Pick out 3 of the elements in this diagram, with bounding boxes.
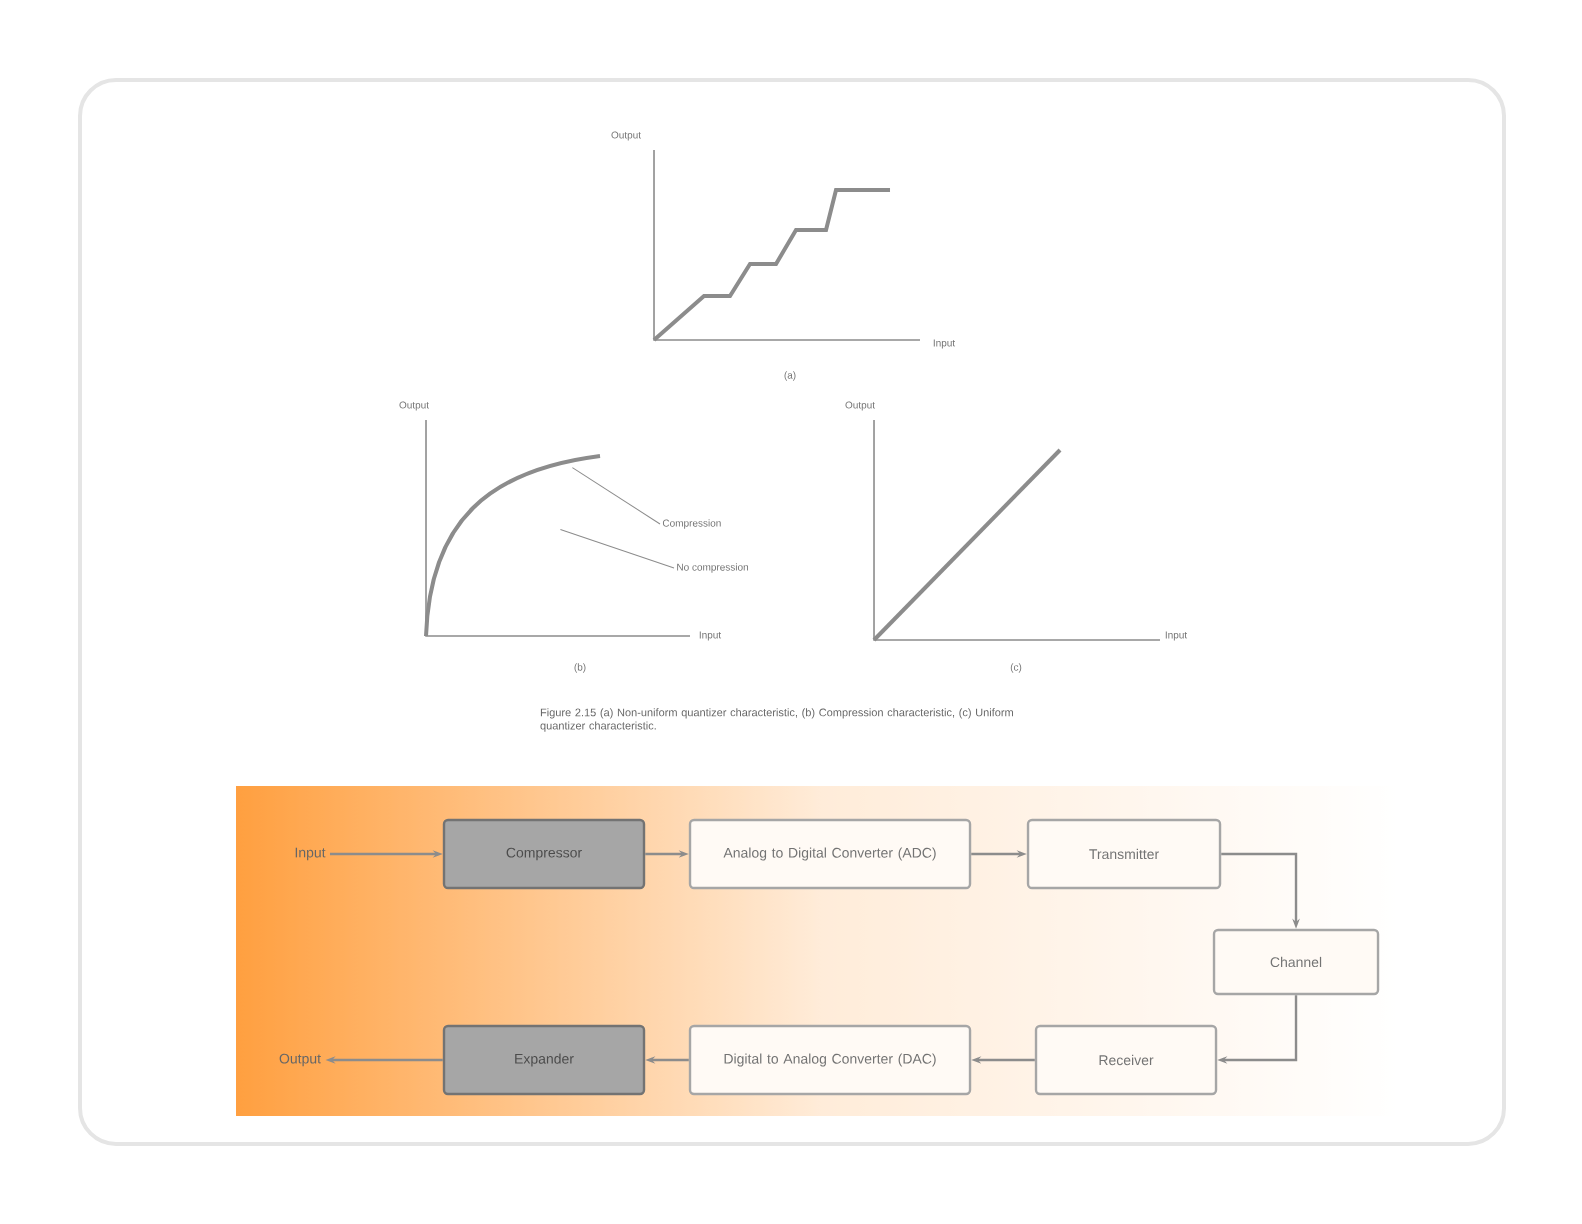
leader-line <box>571 467 661 525</box>
compression-curve <box>424 454 601 637</box>
leader-line <box>559 529 675 569</box>
